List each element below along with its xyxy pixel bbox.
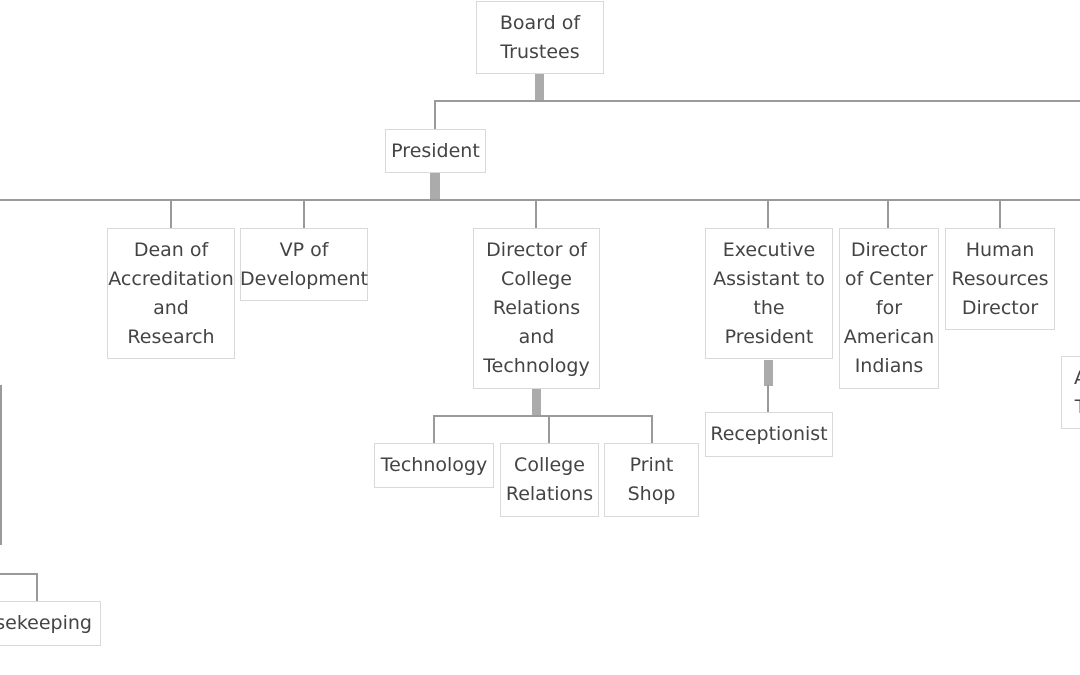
director-center-drop-line <box>887 199 889 228</box>
node-housekeeping[interactable]: ousekeeping <box>0 601 101 646</box>
exec-assistant-stub <box>764 360 773 386</box>
node-college-relations[interactable]: College Relations <box>500 443 599 517</box>
node-dean-accreditation[interactable]: Dean of Accreditation and Research <box>107 228 235 359</box>
receptionist-drop-line <box>767 385 769 412</box>
dean-drop-line <box>170 199 172 228</box>
housekeeping-branch-line <box>0 573 38 575</box>
technology-drop-line <box>433 415 435 443</box>
director-cr-branch-line <box>433 415 653 417</box>
hr-drop-line <box>999 199 1001 228</box>
node-director-center-american-indians[interactable]: Director of Center for American Indians <box>839 228 939 389</box>
node-vp-development[interactable]: VP of Development <box>240 228 368 301</box>
print-shop-drop-line <box>651 415 653 443</box>
board-branch-line <box>434 100 1080 102</box>
housekeeping-drop-line <box>36 573 38 601</box>
board-stub <box>535 73 544 101</box>
president-branch-line <box>0 199 1080 201</box>
node-receptionist[interactable]: Receptionist <box>705 412 833 457</box>
exec-assistant-drop-line <box>767 199 769 228</box>
node-executive-assistant[interactable]: Executive Assistant to the President <box>705 228 833 359</box>
president-drop-line <box>434 100 436 129</box>
vp-drop-line <box>303 199 305 228</box>
director-cr-drop-line <box>535 199 537 228</box>
college-relations-drop-line <box>548 415 550 443</box>
node-president[interactable]: President <box>385 129 486 173</box>
node-technology[interactable]: Technology <box>374 443 494 488</box>
left-vertical-line <box>0 385 2 545</box>
node-partial-right[interactable]: A T <box>1061 356 1080 429</box>
node-print-shop[interactable]: Print Shop <box>604 443 699 517</box>
node-director-college-relations[interactable]: Director of College Relations and Techno… <box>473 228 600 389</box>
director-cr-stub <box>532 389 541 416</box>
node-board-of-trustees[interactable]: Board of Trustees <box>476 1 604 74</box>
president-stub <box>430 173 440 200</box>
node-hr-director[interactable]: Human Resources Director <box>945 228 1055 330</box>
